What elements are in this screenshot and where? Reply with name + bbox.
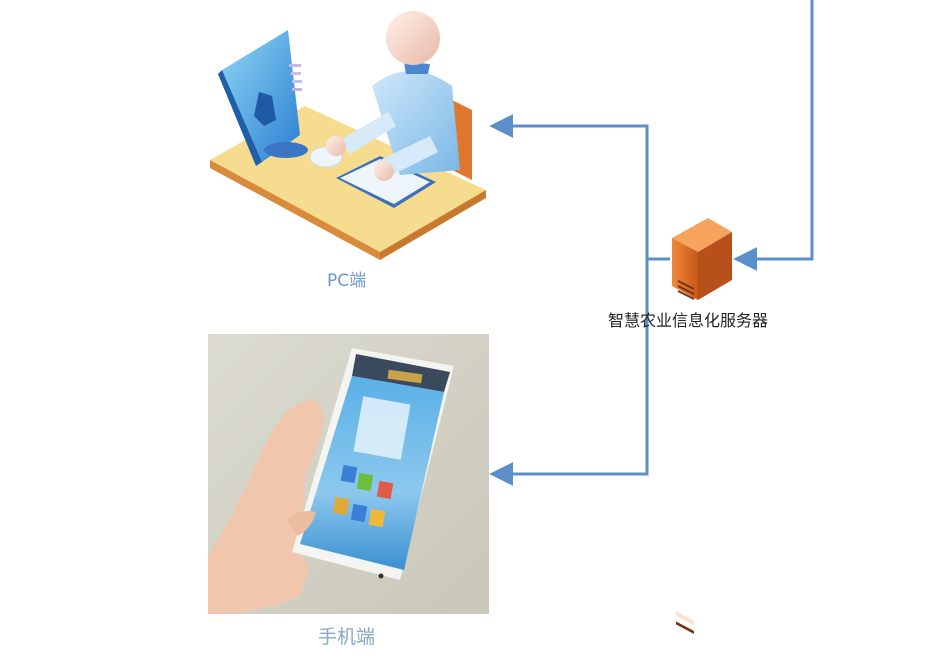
connector-server-to-mobile [489, 259, 649, 486]
pc-workstation-illustration [210, 11, 486, 260]
mobile-label: 手机端 [318, 626, 376, 648]
connector-server-to-pc [489, 114, 670, 261]
pc-label: PC端 [327, 271, 367, 291]
server-tower-icon [672, 218, 732, 635]
connector-top-to-server [733, 0, 814, 271]
server-label: 智慧农业信息化服务器 [608, 311, 769, 330]
phone-in-hand-photo [208, 334, 489, 614]
connectors [489, 0, 814, 486]
